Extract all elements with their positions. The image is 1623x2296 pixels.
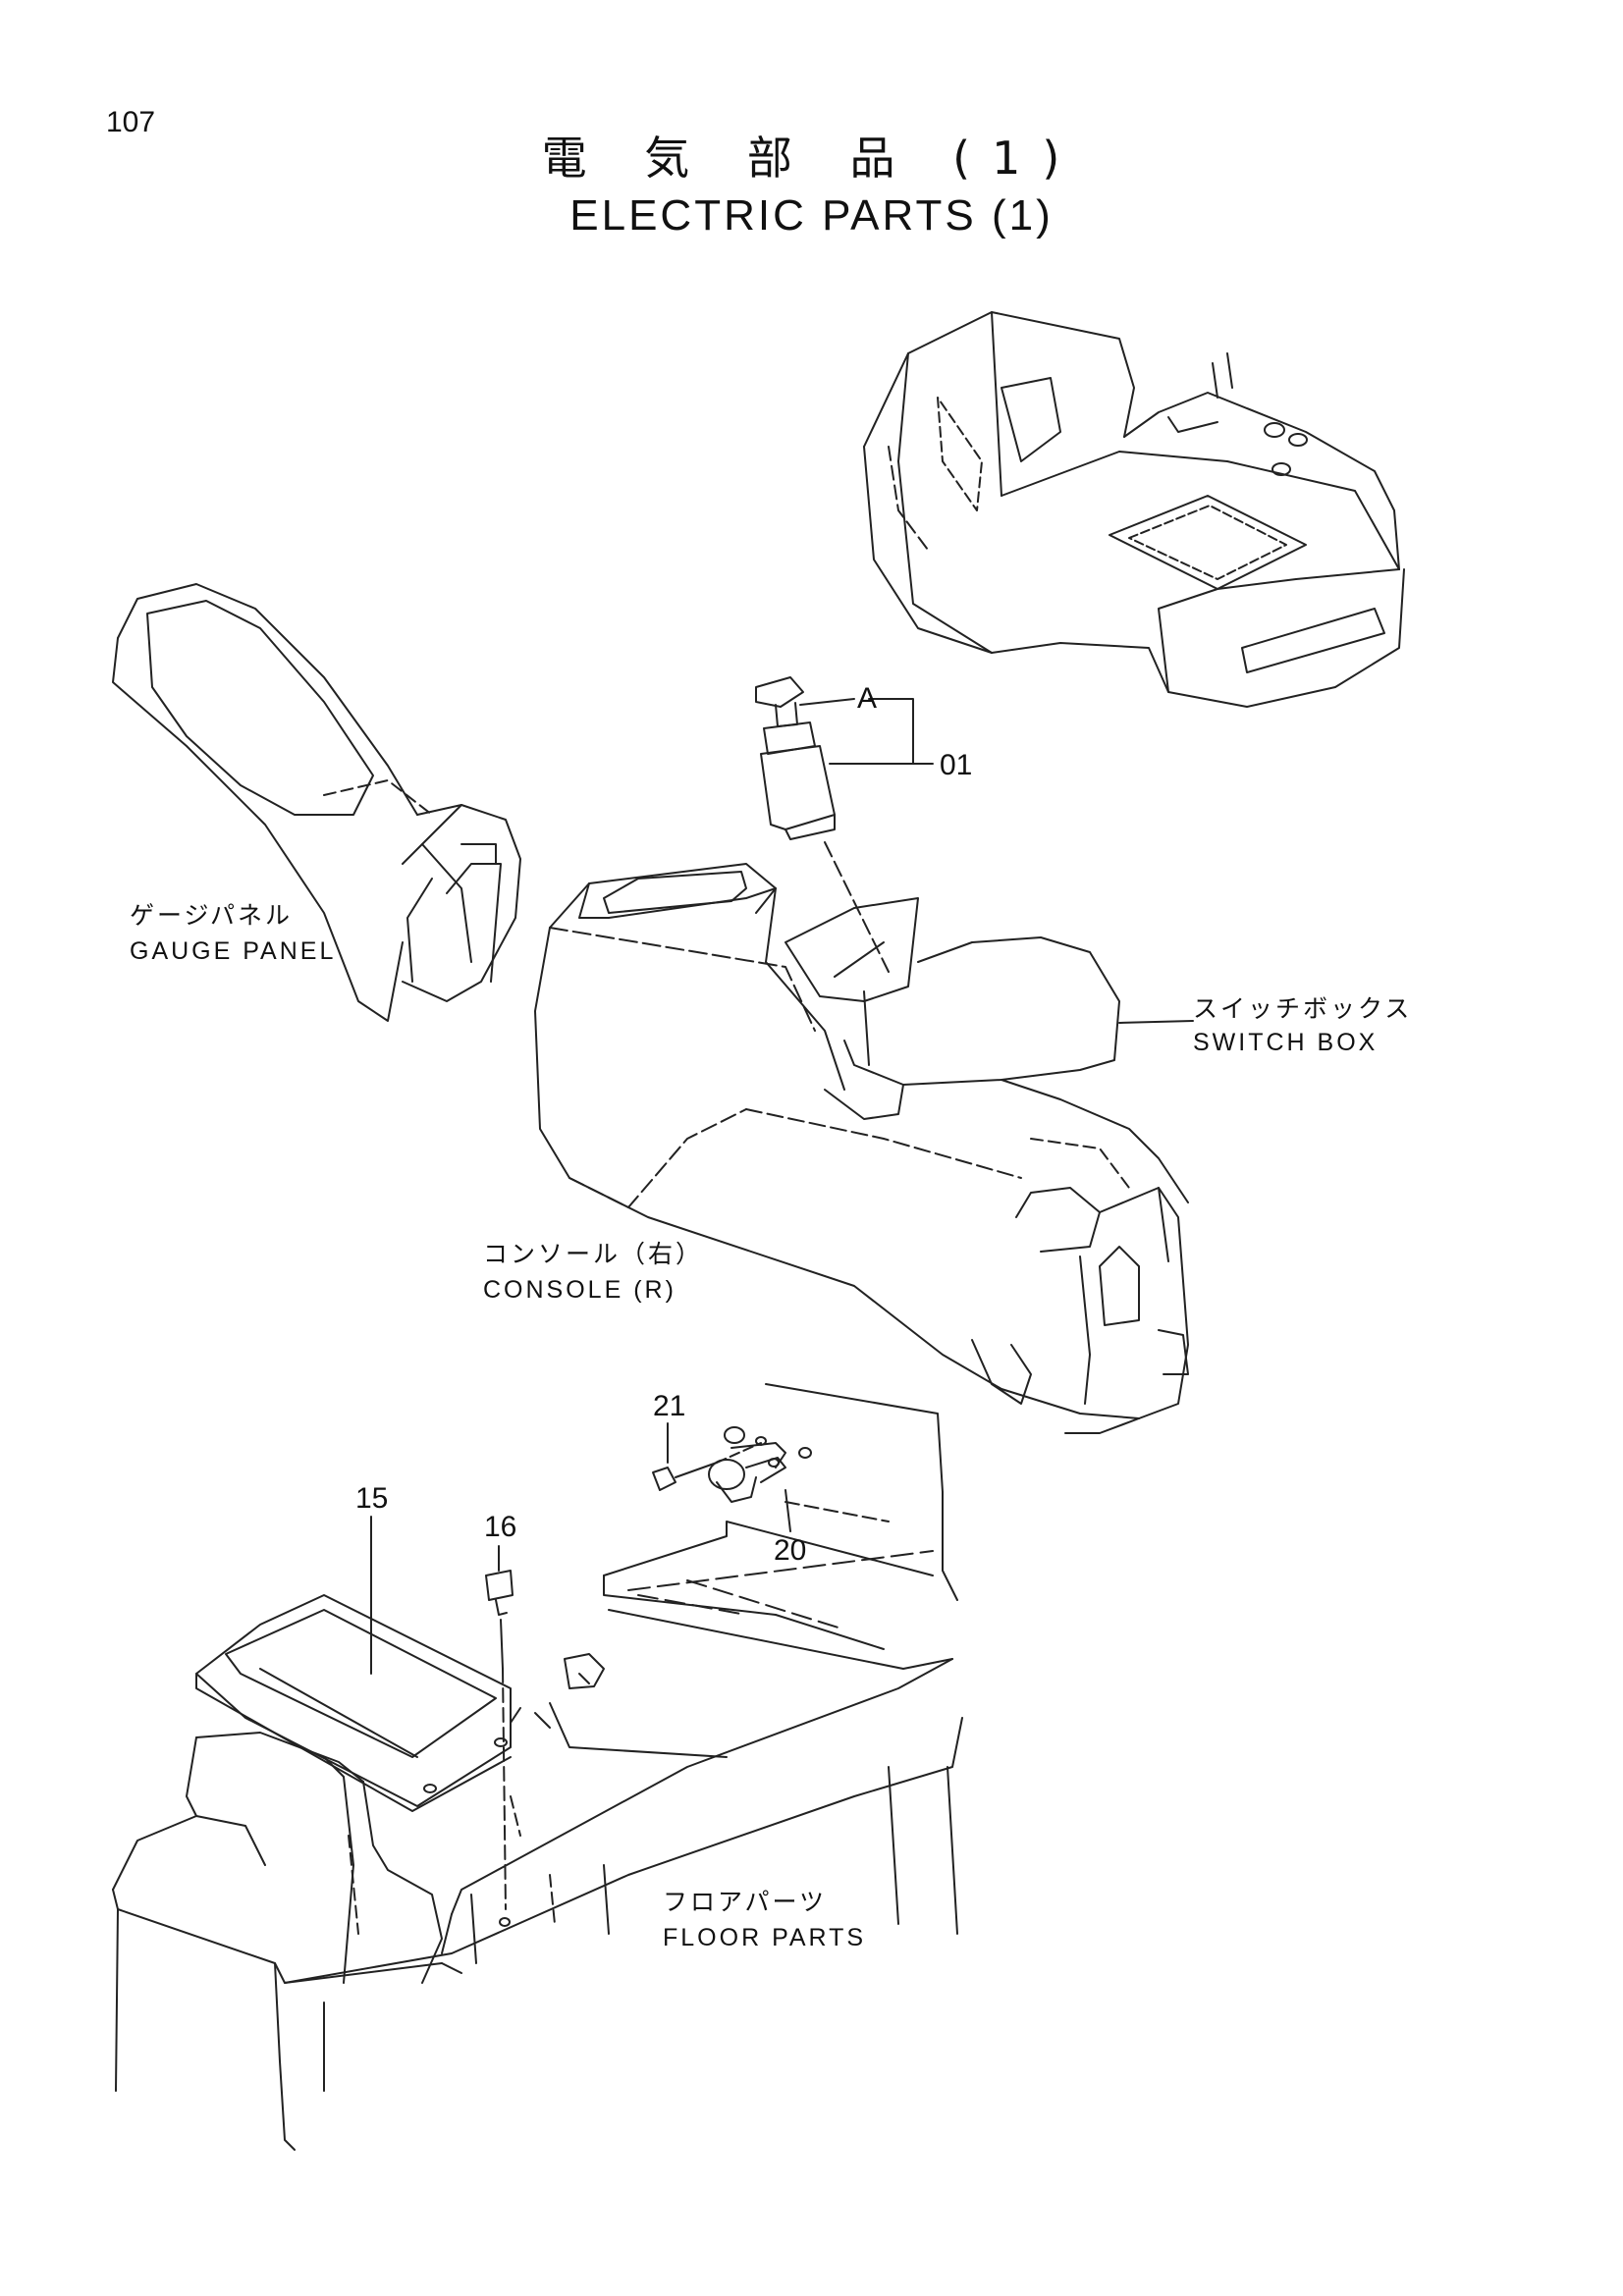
floor-parts-drawing xyxy=(113,1384,962,2150)
floor-parts-label: FLOOR PARTS xyxy=(663,1924,867,1951)
callout-20: 20 xyxy=(774,1534,807,1567)
relay-bracket-drawing xyxy=(653,1427,811,1502)
excavator-overview-drawing xyxy=(864,312,1404,707)
gauge-panel-label: GAUGE PANEL xyxy=(130,937,337,965)
controller-box-drawing xyxy=(196,1595,511,1811)
floor-parts-label-japanese: フロアパーツ xyxy=(663,1888,828,1916)
callout-21: 21 xyxy=(653,1390,686,1422)
bolt-16-drawing xyxy=(486,1571,513,1926)
console-drawing xyxy=(535,864,1188,1433)
console-label: CONSOLE (R) xyxy=(483,1276,676,1304)
gauge-panel-drawing xyxy=(113,584,520,1021)
callout-15: 15 xyxy=(355,1482,389,1515)
callout-01: 01 xyxy=(940,749,973,781)
gauge-panel-label-japanese: ゲージパネル xyxy=(130,901,294,930)
page-title-japanese: 電 気 部 品 (1) xyxy=(541,132,1082,185)
switch-box-label: SWITCH BOX xyxy=(1193,1029,1379,1056)
page-title: ELECTRIC PARTS (1) xyxy=(569,191,1054,240)
main-switch-drawing xyxy=(756,677,889,972)
callout-leaders xyxy=(371,699,1193,1674)
callout-a: A xyxy=(857,682,878,715)
console-label-japanese: コンソール（右） xyxy=(483,1240,704,1268)
switch-box-label-japanese: スイッチボックス xyxy=(1193,994,1413,1023)
page-number: 107 xyxy=(106,106,156,138)
callout-16: 16 xyxy=(484,1511,517,1543)
